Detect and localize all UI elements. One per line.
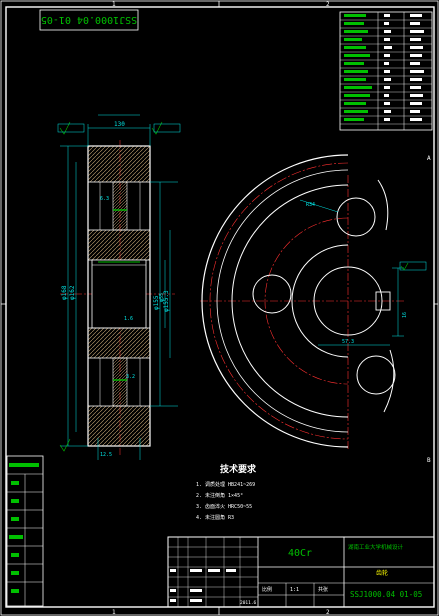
svg-text:16: 16 <box>402 312 408 318</box>
date-value: 2011.6 <box>240 600 257 606</box>
technical-requirements: 技术要求 1. 调质处理 HB241~269 2. 未注倒角 1×45° 3. … <box>196 463 257 521</box>
pitch-circle <box>209 162 349 440</box>
left-stamp-table <box>6 455 44 607</box>
section-view: 130 φ168 φ162 φ155 φ155.3 φ55 1.6 3.2 6.… <box>57 114 181 460</box>
rotated-drawing-number: SSJ1000.04 01-05 <box>39 9 139 31</box>
bore-circle <box>313 266 383 336</box>
drawing-number: SSJ1000.04 01-05 <box>350 590 422 599</box>
dim-pitch-diameter: φ162 <box>69 285 76 300</box>
tech-req-line-4: 4. 未注圆角 R3 <box>196 514 234 521</box>
roughness-1: 1.6 <box>124 316 133 322</box>
svg-text:57.3: 57.3 <box>342 339 354 345</box>
roughness-3: 6.3 <box>100 196 109 202</box>
addendum-arc <box>201 154 349 448</box>
lightening-hole-left <box>252 274 292 314</box>
material-label: 40Cr <box>288 548 312 559</box>
tech-req-line-3: 3. 齿面淬火 HRC50~55 <box>196 503 252 510</box>
design-unit: 湖南工业大学机械设计 <box>348 543 404 551</box>
dim-tip-diameter: φ168 <box>61 285 68 300</box>
front-view: R34 57.3 16 <box>200 154 427 450</box>
scale-value: 1:1 <box>290 587 299 593</box>
scale-label: 比例 <box>262 586 272 593</box>
dim-bore-diameter: φ55 <box>159 293 165 302</box>
border-ref-bottom-2: 2 <box>326 609 330 616</box>
sheet-label: 共张 <box>318 586 328 593</box>
border-ref-right-b: B <box>427 457 431 464</box>
roughness-2: 3.2 <box>126 374 135 380</box>
border-ref-top-2: 2 <box>326 1 330 8</box>
gear-parameter-table <box>339 11 433 131</box>
dim-web-diameter: φ155.3 <box>163 290 170 312</box>
tech-req-line-2: 2. 未注倒角 1×45° <box>196 492 243 499</box>
dim-width: 130 <box>114 121 125 128</box>
tech-req-title: 技术要求 <box>220 463 257 475</box>
roughness-4: 12.5 <box>100 452 112 458</box>
border-ref-top-1: 1 <box>112 1 116 8</box>
svg-text:R34: R34 <box>306 202 315 208</box>
tech-req-line-1: 1. 调质处理 HB241~269 <box>196 481 255 488</box>
drawing-number-rotated: SSJ1000.04 01-05 <box>41 14 137 25</box>
lightening-hole-bottom <box>356 355 396 395</box>
border-ref-right-a: A <box>427 155 431 162</box>
dim-root-diameter: φ155 <box>153 295 160 310</box>
lightening-hole-top <box>336 197 376 237</box>
part-title: 齿轮 <box>376 569 388 577</box>
title-block: 40Cr 湖南工业大学机械设计 齿轮 SSJ1000.04 01-05 比例 1… <box>167 536 435 608</box>
border-ref-bottom-1: 1 <box>112 609 116 616</box>
